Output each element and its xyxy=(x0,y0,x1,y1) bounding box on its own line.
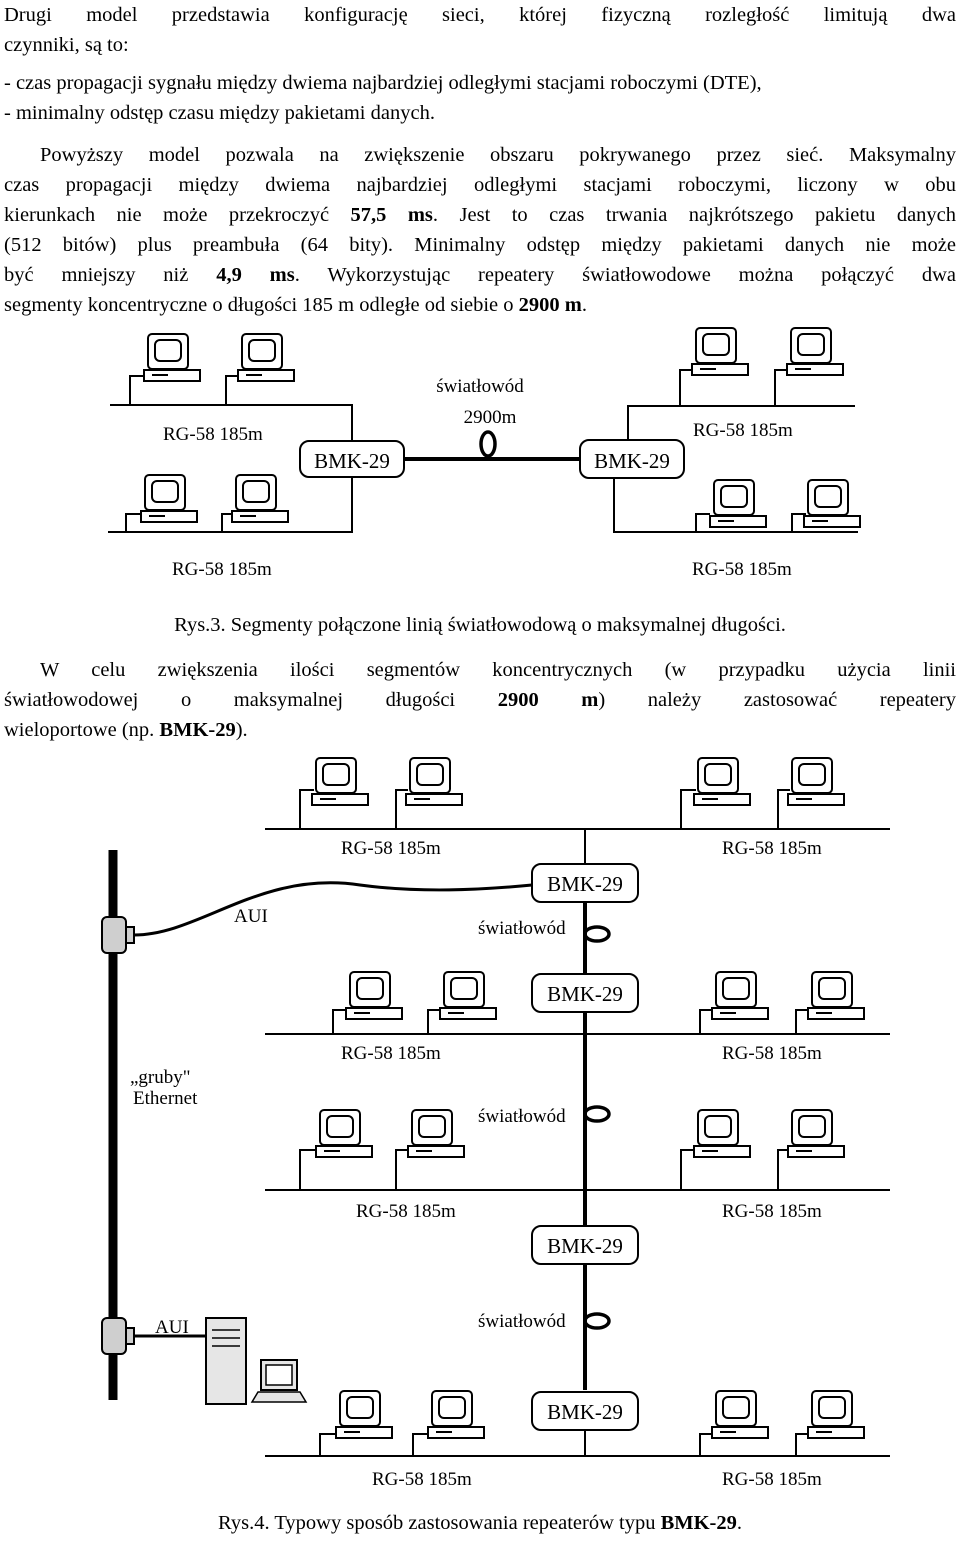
workstation-icon xyxy=(711,1390,769,1439)
workstation-icon xyxy=(345,971,403,1020)
segment-label: RG-58 185m xyxy=(722,1201,822,1222)
segment-level-4 xyxy=(265,1430,890,1457)
segment-label: RG-58 185m xyxy=(693,420,793,441)
bmk29-label: BMK-29 xyxy=(594,449,670,473)
workstation-icon xyxy=(711,971,769,1020)
aui-label: AUI xyxy=(155,1317,189,1338)
para2-line-1: W celu zwiększenia ilości segmentów konc… xyxy=(40,659,956,681)
workstation-icon xyxy=(311,757,369,806)
para1-line-5: być mniejszy niż 4,9 ms. Wykorzystując r… xyxy=(4,264,956,286)
fiber-label: światłowód xyxy=(436,376,524,397)
segment-label: RG-58 185m xyxy=(722,1043,822,1064)
segment-label: RG-58 185m xyxy=(356,1201,456,1222)
bmk29-label: BMK-29 xyxy=(547,872,623,896)
workstation-icon xyxy=(407,1109,465,1158)
para2-line-2: światłowodowej o maksymalnej długości 29… xyxy=(4,689,956,711)
fiber-label: światłowód xyxy=(478,1106,566,1127)
intro-line-2: czynniki, są to: xyxy=(4,34,129,56)
segment-label: RG-58 185m xyxy=(163,424,263,445)
bmk29-label: BMK-29 xyxy=(547,1234,623,1258)
para1-line-1: Powyższy model pozwala na zwiększenie ob… xyxy=(40,144,956,166)
figure-3-diagram: BMK-29 światłowód 2900m BMK-29 RG-58 185… xyxy=(108,327,861,580)
aui-label: AUI xyxy=(234,906,268,927)
segment-right-top xyxy=(627,369,855,440)
workstation-icon xyxy=(709,479,767,528)
segment-label: RG-58 185m xyxy=(722,838,822,859)
fiber-coil-icon xyxy=(583,1312,611,1330)
segment-label: RG-58 185m xyxy=(341,838,441,859)
aui-connector-icon xyxy=(101,1317,135,1355)
workstation-icon xyxy=(143,333,201,382)
segment-label: RG-58 185m xyxy=(172,559,272,580)
bmk29-repeater xyxy=(531,1225,639,1265)
figure-4-diagram: AUI AUI „gruby" Ethernet światłowód świa… xyxy=(101,757,890,1490)
fiber-coil-icon xyxy=(479,430,497,458)
server-icon xyxy=(205,1317,308,1405)
workstation-icon xyxy=(807,1390,865,1439)
segment-level-1 xyxy=(265,789,890,864)
bmk29-repeater xyxy=(531,863,639,903)
para1-line-4: (512 bitów) plus preambuła (64 bity). Mi… xyxy=(4,234,956,256)
bmk29-label: BMK-29 xyxy=(314,449,390,473)
workstation-icon xyxy=(439,971,497,1020)
workstation-icon xyxy=(787,757,845,806)
fiber-label: światłowód xyxy=(478,918,566,939)
figure-4-caption: Rys.4. Typowy sposób zastosowania repeat… xyxy=(217,1512,743,1534)
para2-line-3: wieloportowe (np. BMK-29). xyxy=(4,719,248,741)
workstation-icon xyxy=(787,1109,845,1158)
segment-level-2 xyxy=(265,1009,890,1035)
fiber-length-label: 2900m xyxy=(464,407,517,428)
aui-connector-icon xyxy=(101,916,135,954)
workstation-icon xyxy=(691,327,749,376)
bmk29-label: BMK-29 xyxy=(547,982,623,1006)
workstation-icon xyxy=(693,1109,751,1158)
segment-label: RG-58 185m xyxy=(341,1043,441,1064)
bmk29-repeater xyxy=(531,973,639,1013)
workstation-icon xyxy=(693,757,751,806)
workstation-icon xyxy=(427,1390,485,1439)
segment-level-3 xyxy=(265,1149,890,1226)
workstation-icon xyxy=(807,971,865,1020)
figure-3-caption: Rys.3. Segmenty połączone linią światłow… xyxy=(174,614,786,636)
segment-left-top xyxy=(110,375,353,442)
segment-right-bottom xyxy=(613,478,858,533)
bmk29-label: BMK-29 xyxy=(547,1400,623,1424)
para1-line-6: segmenty koncentryczne o długości 185 m … xyxy=(4,294,587,316)
segment-label: RG-58 185m xyxy=(692,559,792,580)
bullet-min-gap: - minimalny odstęp czasu między pakietam… xyxy=(4,102,435,124)
workstation-icon xyxy=(405,757,463,806)
intro-line-1: Drugi model przedstawia konfigurację sie… xyxy=(4,4,956,26)
aui-drop-cable xyxy=(133,881,533,937)
bmk29-repeater-right xyxy=(579,439,685,479)
workstation-icon xyxy=(786,327,844,376)
workstation-icon xyxy=(803,479,861,528)
fiber-coil-icon xyxy=(583,1105,611,1123)
fiber-label: światłowód xyxy=(478,1311,566,1332)
thick-ethernet-label: Ethernet xyxy=(133,1088,198,1109)
segment-label: RG-58 185m xyxy=(722,1469,822,1490)
workstation-icon xyxy=(335,1390,393,1439)
bullet-propagation: - czas propagacji sygnału między dwiema … xyxy=(4,72,762,94)
workstation-icon xyxy=(237,333,295,382)
workstation-icon xyxy=(140,474,198,523)
para1-line-3: kierunkach nie może przekroczyć 57,5 ms.… xyxy=(4,204,957,226)
para1-line-2: czas propagacji między dwiema najbardzie… xyxy=(4,174,956,196)
thick-ethernet-label: „gruby" xyxy=(130,1067,191,1088)
workstation-icon xyxy=(231,474,289,523)
fiber-coil-icon xyxy=(583,925,611,943)
workstation-icon xyxy=(315,1109,373,1158)
segment-label: RG-58 185m xyxy=(372,1469,472,1490)
